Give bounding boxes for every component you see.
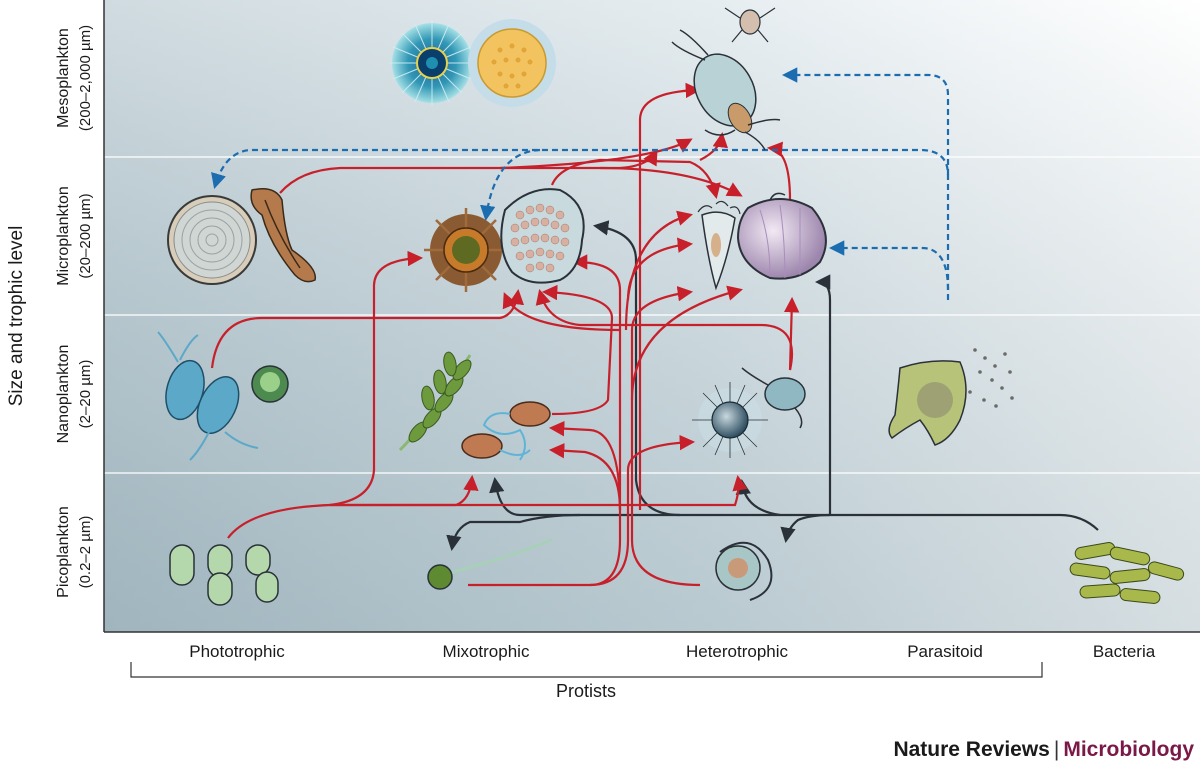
- arrow-trunk-to-copepod: [638, 82, 702, 510]
- dinoflagellate-mixotroph-icon: [424, 208, 508, 292]
- foraminifera-icon: [468, 19, 556, 107]
- coccolithophore-icon: [251, 365, 289, 403]
- publisher-name: Nature Reviews: [893, 738, 1050, 761]
- protists-bracket: [130, 662, 1043, 678]
- centric-diatom-icon: [167, 195, 257, 285]
- protists-label: Protists: [556, 681, 616, 701]
- pico-heterotroph-icon: [715, 541, 773, 601]
- arrow-bacteria-to-micro-hetero: [814, 274, 832, 515]
- bacteria-arrows: [446, 220, 1099, 552]
- size-class-name: Picoplankton: [55, 506, 72, 598]
- parasitoid-cell-icon: [888, 360, 967, 446]
- arrow-nano-mixo-to-micro-mixo: [502, 292, 621, 332]
- ciliate-mixotroph-icon: [500, 188, 585, 284]
- arrow-pico-mixo-to-nano-mixo-2: [548, 420, 622, 511]
- arrow-nano-hetero-to-micro-hetero: [783, 296, 800, 371]
- arrow-pico-mixo-to-nano-hetero: [468, 434, 696, 587]
- journal-name: Microbiology: [1063, 738, 1194, 761]
- pico-mixotroph-icon: [427, 538, 553, 590]
- size-class-nano: Nanoplankton (2–20 µm): [55, 345, 94, 444]
- bacteria-cluster-icon: [1069, 542, 1185, 604]
- size-class-range: (200–2,000 µm): [77, 25, 94, 131]
- heliozoan-icon: [692, 382, 768, 458]
- arrow-micro-photo-to-copepod: [499, 138, 693, 170]
- haptophyte-mixotroph-icon: [461, 401, 551, 461]
- category-phototrophic: Phototrophic: [189, 642, 285, 661]
- category-parasitoid: Parasitoid: [907, 642, 983, 661]
- arrow-mixo-to-micro-hetero: [550, 158, 721, 200]
- copepod-larva-icon: [724, 7, 776, 43]
- journal-credit: Nature Reviews|Microbiology: [893, 738, 1194, 762]
- radiolarian-icon: [389, 20, 475, 106]
- category-heterotrophic: Heterotrophic: [686, 642, 789, 661]
- size-class-range: (0.2–2 µm): [77, 516, 94, 589]
- arrow-photo-to-micro-mixo-left: [329, 250, 424, 507]
- arrow-pico-photo-to-nano-mixo: [330, 474, 479, 507]
- category-mixotrophic: Mixotrophic: [443, 642, 530, 661]
- arrow-micro-photo-to-meso: [279, 149, 658, 194]
- category-bacteria: Bacteria: [1093, 642, 1156, 661]
- heterotrophic-ciliate-icon: [736, 192, 827, 280]
- arrow-bacteria-to-pico-hetero: [780, 513, 831, 544]
- arrow-pico-photo-up: [227, 474, 748, 539]
- arrow-bacteria-to-micro-mixo: [592, 220, 681, 517]
- arrow-parasitoid-to-ciliate: [828, 240, 950, 291]
- arrow-to-micro-hetero-left: [624, 210, 693, 331]
- size-class-range: (2–20 µm): [77, 360, 94, 429]
- arrow-to-copepod-mid: [699, 131, 728, 161]
- arrow-bacteria-trunk: [489, 476, 1099, 531]
- picophytoplankton-icon: [169, 544, 279, 606]
- arrow-pico-hetero-to-micro-hetero: [630, 285, 743, 401]
- arrow-parasitoid-main: [211, 148, 950, 300]
- chain-alga-icon: [398, 351, 472, 452]
- size-class-meso: Mesoplankton (200–2,000 µm): [55, 25, 94, 131]
- arrow-micro-hetero-to-copepod: [766, 141, 792, 201]
- arrow-parasitoid-to-copepod: [781, 67, 950, 175]
- size-class-name: Microplankton: [55, 186, 72, 286]
- arrow-to-micro-hetero-left-2: [626, 237, 694, 301]
- credit-separator: |: [1053, 738, 1060, 761]
- y-axis-title: Size and trophic level: [6, 226, 27, 407]
- arrow-pico-mixo-to-micro-mixo: [571, 254, 622, 587]
- heterotrophic-flagellate-icon: [741, 367, 806, 429]
- size-class-micro: Microplankton (20–200 µm): [55, 186, 94, 286]
- flagellate-pair-icon: [157, 331, 259, 461]
- arrow-micro-photo-to-micro-hetero: [599, 166, 743, 197]
- trophic-arrows: [210, 82, 800, 587]
- size-class-pico: Picoplankton (0.2–2 µm): [55, 506, 94, 598]
- diagram-panel-shade: [104, 0, 1200, 632]
- parasitoid-spores-icon: [968, 348, 1014, 408]
- size-class-range: (20–200 µm): [77, 193, 94, 278]
- size-class-name: Mesoplankton: [55, 28, 72, 128]
- tintinnid-icon: [697, 200, 741, 291]
- arrow-bacteria-to-pico-mixo: [446, 513, 581, 552]
- arrow-parasitoid-to-mixo: [480, 148, 541, 222]
- parasitoid-arrows: [211, 67, 950, 300]
- pennate-diatom-icon: [250, 188, 317, 283]
- arrow-nano-mixo-to-micro: [541, 284, 614, 416]
- size-class-name: Nanoplankton: [55, 345, 72, 444]
- copepod-icon: [671, 29, 781, 151]
- arrow-pico-hetero-up: [630, 286, 701, 587]
